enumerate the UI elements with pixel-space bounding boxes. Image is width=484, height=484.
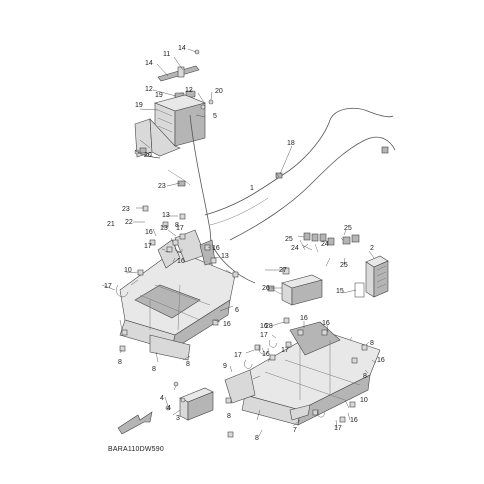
label-25a: 25 xyxy=(285,236,293,243)
label-17g: 17 xyxy=(176,225,184,232)
label-21: 21 xyxy=(107,221,115,228)
fasteners xyxy=(116,205,368,438)
right-under-tray xyxy=(224,321,381,426)
label-16a: 16 xyxy=(145,229,153,236)
label-2: 2 xyxy=(370,245,374,252)
label-16f: 16 xyxy=(262,351,270,358)
label-16c: 16 xyxy=(212,245,220,252)
leader-lines xyxy=(101,48,377,437)
label-11: 11 xyxy=(163,51,170,58)
label-22: 22 xyxy=(125,219,133,226)
label-10a: 10 xyxy=(124,267,132,274)
label-5: 5 xyxy=(213,113,217,120)
left-under-tray xyxy=(119,229,236,361)
label-3: 3 xyxy=(176,415,180,422)
label-24b: 24 xyxy=(321,241,329,248)
label-13a: 13 xyxy=(162,212,170,219)
label-16i: 16 xyxy=(377,357,385,364)
label-8g: 8 xyxy=(363,373,367,380)
label-10b: 10 xyxy=(360,397,368,404)
label-27: 27 xyxy=(279,267,287,274)
label-1: 1 xyxy=(250,185,254,192)
label-6: 6 xyxy=(235,307,239,314)
label-16e: 16 xyxy=(260,323,268,330)
battery-assembly xyxy=(134,49,214,158)
label-7: 7 xyxy=(293,427,297,434)
label-9: 9 xyxy=(223,363,227,370)
relay-cluster xyxy=(299,232,360,253)
callout-labels: 1 2 3 4 4 5 6 7 8 8 8 8 8 8 8 8 9 10 10 … xyxy=(104,45,385,442)
label-8b: 8 xyxy=(152,366,156,373)
label-24a: 24 xyxy=(291,245,299,252)
label-19b: 19 xyxy=(155,92,163,99)
label-17b: 17 xyxy=(104,283,112,290)
label-17d: 17 xyxy=(234,352,242,359)
label-14b: 14 xyxy=(145,60,153,67)
label-12a: 12 xyxy=(145,86,153,93)
label-17a: 17 xyxy=(144,243,152,250)
regulator xyxy=(354,255,389,298)
label-8c: 8 xyxy=(186,361,190,368)
label-8f: 8 xyxy=(370,340,374,347)
label-15: 15 xyxy=(336,288,344,295)
label-25b: 25 xyxy=(344,225,352,232)
diagram-code: BARA110DW590 xyxy=(108,446,164,453)
label-13c: 13 xyxy=(221,253,229,260)
label-16j: 16 xyxy=(350,417,358,424)
label-13b: 13 xyxy=(160,225,168,232)
label-23a: 23 xyxy=(158,183,166,190)
label-18: 18 xyxy=(287,140,295,147)
label-17c: 17 xyxy=(260,332,268,339)
label-17f: 17 xyxy=(334,425,342,432)
label-16d: 16 xyxy=(223,321,231,328)
ecu-unit xyxy=(267,267,323,306)
label-8d: 8 xyxy=(227,413,231,420)
label-28: 28 xyxy=(265,323,273,330)
label-26: 26 xyxy=(262,285,270,292)
label-12b: 12 xyxy=(185,87,193,94)
lower-bracket xyxy=(165,381,214,421)
label-17e: 17 xyxy=(281,347,289,354)
label-8h: 8 xyxy=(175,222,179,229)
label-19a: 19 xyxy=(135,102,143,109)
front-arrow-icon xyxy=(117,411,153,435)
label-20b: 20 xyxy=(144,152,152,159)
label-8e: 8 xyxy=(255,435,259,442)
label-20a: 20 xyxy=(215,88,223,95)
label-16b: 16 xyxy=(177,258,185,265)
label-4b: 4 xyxy=(167,405,171,412)
label-4: 4 xyxy=(160,395,164,402)
label-16h: 16 xyxy=(322,320,330,327)
label-23b: 23 xyxy=(122,206,130,213)
label-25c: 25 xyxy=(340,262,348,269)
label-14a: 14 xyxy=(178,45,186,52)
label-8a: 8 xyxy=(118,359,122,366)
label-16g: 16 xyxy=(300,315,308,322)
